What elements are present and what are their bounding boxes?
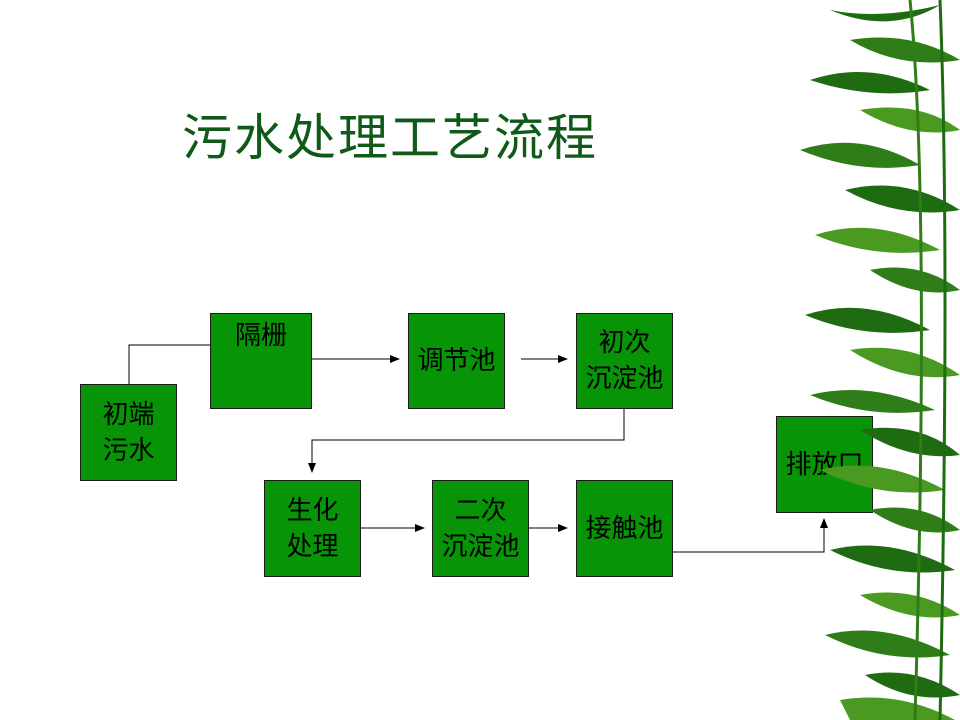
bamboo-decoration (800, 0, 960, 720)
node-secondary-sedimentation-line2: 沉淀池 (441, 531, 520, 562)
node-secondary-sedimentation: 二次 沉淀池 (432, 480, 529, 577)
node-secondary-sedimentation-line1: 二次 (454, 495, 507, 526)
bamboo-leaves-icon (800, 0, 960, 720)
arrow-raw-to-screen (128, 341, 249, 384)
node-biological-treatment: 生化 处理 (264, 480, 361, 577)
node-raw-sewage-line2: 污水 (102, 435, 155, 466)
node-screen-label: 隔栅 (234, 321, 287, 351)
node-contact-tank: 接触池 (576, 480, 673, 577)
arrow-primary-to-biological (308, 409, 625, 473)
page-title: 污水处理工艺流程 (182, 109, 598, 167)
node-contact-tank-label: 接触池 (585, 514, 664, 544)
node-primary-sedimentation-line2: 沉淀池 (585, 364, 664, 394)
node-equalization-tank: 调节池 (408, 313, 505, 409)
node-biological-treatment-line2: 处理 (286, 531, 339, 562)
node-raw-sewage: 初端 污水 (80, 384, 177, 481)
node-screen: 隔栅 (210, 313, 312, 409)
node-outlet: 排放口 (776, 416, 873, 513)
arrow-contact-to-outlet (673, 518, 828, 553)
node-primary-sedimentation: 初次 沉淀池 (576, 313, 673, 409)
node-raw-sewage-line1: 初端 (102, 399, 155, 430)
node-primary-sedimentation-line1: 初次 (598, 328, 651, 358)
node-equalization-tank-label: 调节池 (417, 346, 496, 376)
node-biological-treatment-line1: 生化 (286, 495, 339, 526)
